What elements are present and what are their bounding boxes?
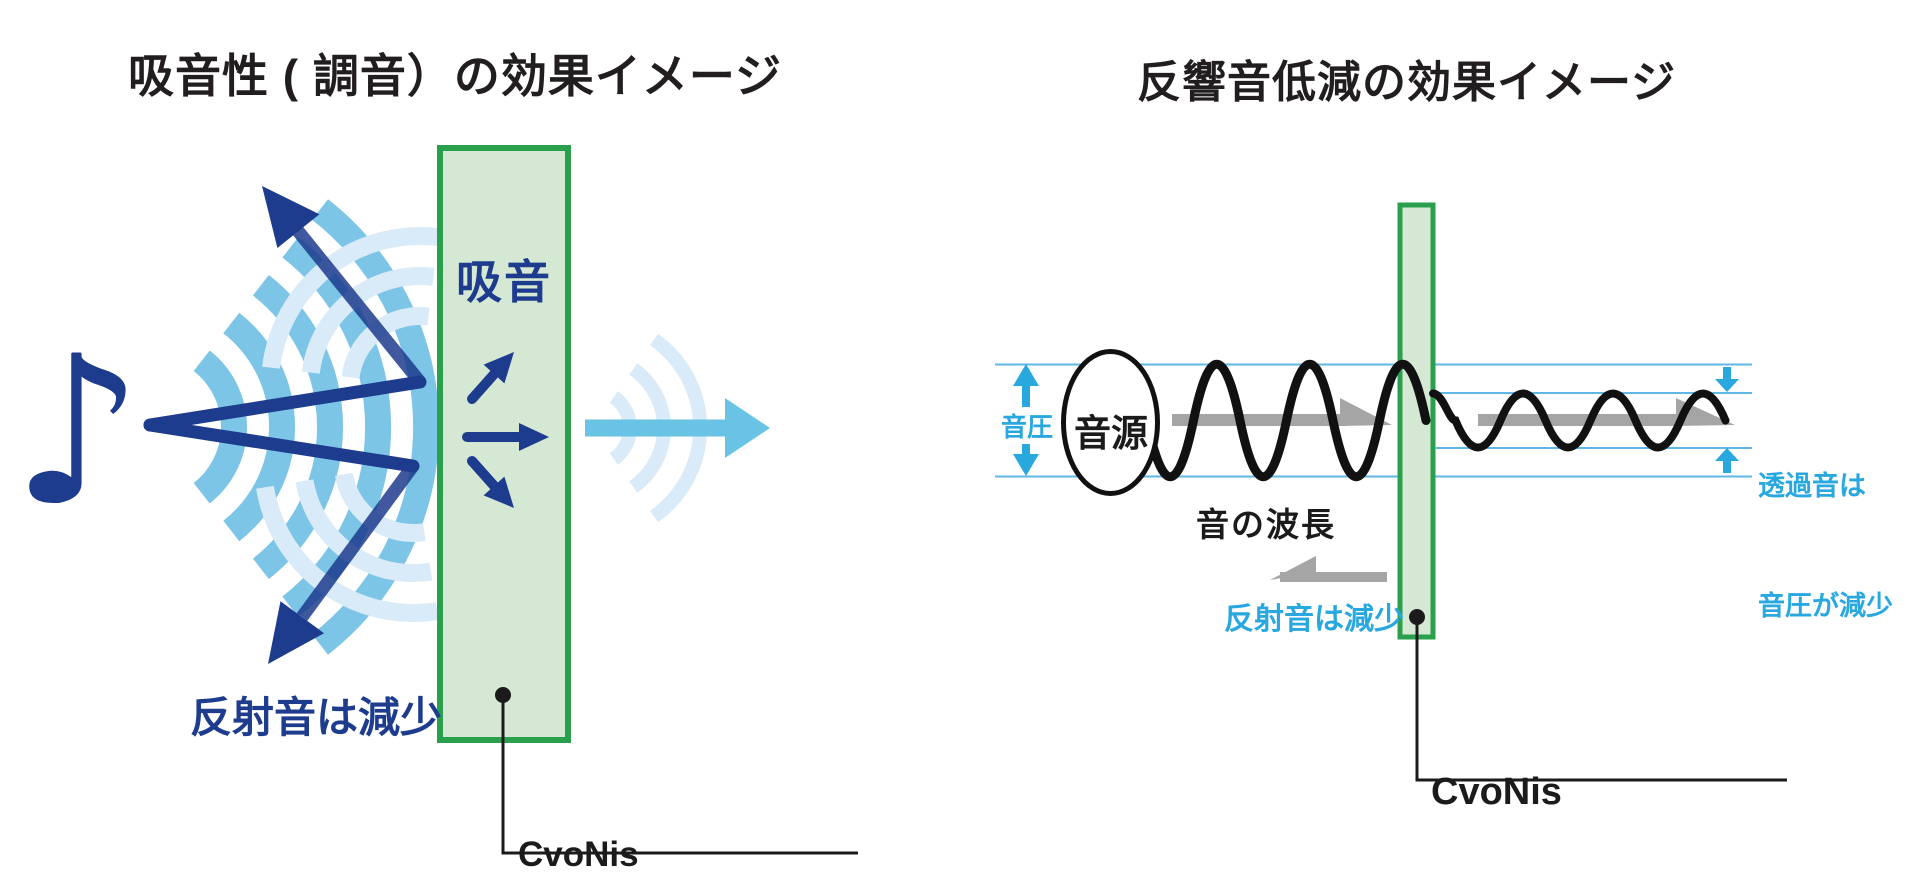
- reflected-reduced-arrow-icon: [1270, 556, 1387, 582]
- left-absorption-diagram: ♪: [12, 145, 858, 855]
- left-diagram-title: 吸音性 ( 調音）の効果イメージ: [128, 50, 782, 102]
- amplitude-reduction-arrows-icon: [1715, 367, 1739, 473]
- right-product-name: CvoNis Separate Folio Panel: [1431, 682, 1805, 896]
- absorption-panel-label: 吸音: [456, 256, 552, 308]
- sound-source-label: 音源: [1074, 413, 1148, 454]
- transmitted-direction-arrow-icon: [1478, 398, 1735, 426]
- absorption-arrowheads-icon: [483, 352, 549, 508]
- transmitted-sound-arrow-icon: [585, 398, 770, 458]
- incident-wave-icon: [1142, 360, 1431, 481]
- transmitted-sound-label-line1: 透過音は: [1758, 471, 1866, 501]
- reflected-ray-down-icon: [268, 462, 419, 664]
- right-reflected-sound-label: 反射音は減少: [1224, 603, 1404, 636]
- right-echo-diagram: [995, 202, 1787, 782]
- reflected-ray-up-icon: [262, 186, 426, 387]
- right-product-line1: CvoNis: [1431, 771, 1562, 813]
- sound-source-ellipse: [1061, 349, 1160, 496]
- right-diagram-title: 反響音低減の効果イメージ: [1137, 58, 1677, 107]
- right-leader-line: [1409, 609, 1787, 782]
- left-reflected-sound-label: 反射音は減少: [190, 694, 443, 741]
- absorption-panel: [437, 145, 571, 743]
- absorption-arrows-icon: [462, 367, 523, 493]
- music-note-icon: ♪: [12, 313, 143, 551]
- wavelength-label: 音の波長: [1196, 506, 1336, 543]
- transmitted-wave-icon: [1429, 389, 1730, 452]
- left-product-line1: CvoNis: [518, 835, 639, 874]
- transmitted-sound-label-line2: 音圧が減少: [1758, 591, 1893, 621]
- sound-pressure-label: 音圧: [999, 407, 1056, 444]
- left-leader-line: [495, 687, 858, 855]
- transmitted-sound-label: 透過音は 音圧が減少: [1758, 386, 1893, 706]
- left-product-name: CvoNis Separate Folio Panel: [518, 750, 862, 896]
- incident-ray-icon: [143, 375, 427, 473]
